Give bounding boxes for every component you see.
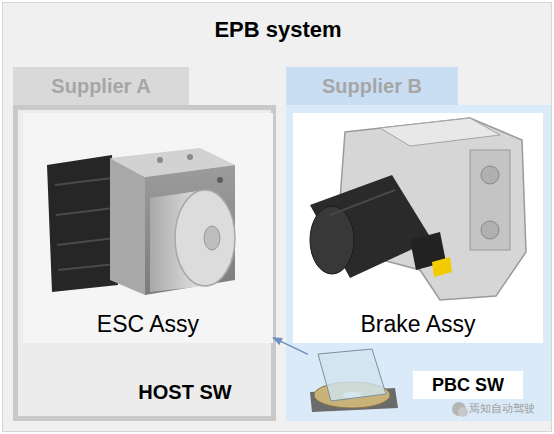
motor-rib	[330, 190, 395, 215]
caliper-bridge	[380, 118, 500, 146]
esc-unit	[47, 148, 235, 295]
component-panel: ESC Assy	[23, 113, 273, 343]
cd-disc	[314, 382, 390, 408]
caliper-bolt	[481, 166, 499, 184]
motor-cap	[310, 206, 354, 274]
cd-lid	[318, 349, 386, 401]
watermark-icon	[452, 402, 468, 417]
software-label: PBC SW	[413, 371, 523, 399]
watermark: 焉知自动驾驶	[469, 401, 553, 416]
esc-connector	[47, 155, 118, 292]
caliper-body	[340, 118, 526, 300]
cd-hole	[343, 392, 361, 399]
port-hole	[217, 177, 223, 183]
connector-rib	[56, 208, 114, 215]
cd-icon	[310, 349, 398, 412]
block-side	[110, 158, 145, 295]
motor-plug	[410, 232, 446, 270]
caliper-bolt	[481, 221, 499, 239]
port-hole	[157, 157, 163, 163]
component-label: Brake Assy	[293, 311, 543, 338]
port-hole	[187, 154, 193, 160]
motor-face	[175, 190, 235, 286]
component-label: ESC Assy	[23, 311, 273, 338]
software-label: HOST SW	[97, 381, 273, 404]
system-title: EPB system	[3, 17, 553, 43]
component-panel: Brake Assy	[293, 113, 543, 343]
epb-motor	[310, 175, 432, 278]
cd-tray	[310, 388, 398, 412]
chat-bubble	[452, 402, 466, 416]
motor-body	[150, 190, 205, 292]
caliper-arm	[470, 150, 510, 250]
supplier-heading: Supplier A	[13, 75, 189, 98]
supplier-heading: Supplier B	[286, 75, 458, 98]
yellow-connector	[432, 257, 452, 277]
block-top	[110, 148, 235, 177]
connector-rib	[57, 238, 115, 245]
chat-bubble	[458, 407, 468, 417]
motor-shaft	[204, 226, 220, 250]
block-front	[145, 165, 235, 295]
supplier-group: Supplier A HOST SW ESC Assy	[13, 67, 276, 421]
brake-caliper	[310, 118, 526, 300]
flow-arrow	[273, 338, 308, 355]
connector-rib	[55, 178, 112, 185]
supplier-group: Supplier B Brake AssyPBC SW	[286, 67, 551, 421]
connector-rib	[58, 264, 116, 270]
